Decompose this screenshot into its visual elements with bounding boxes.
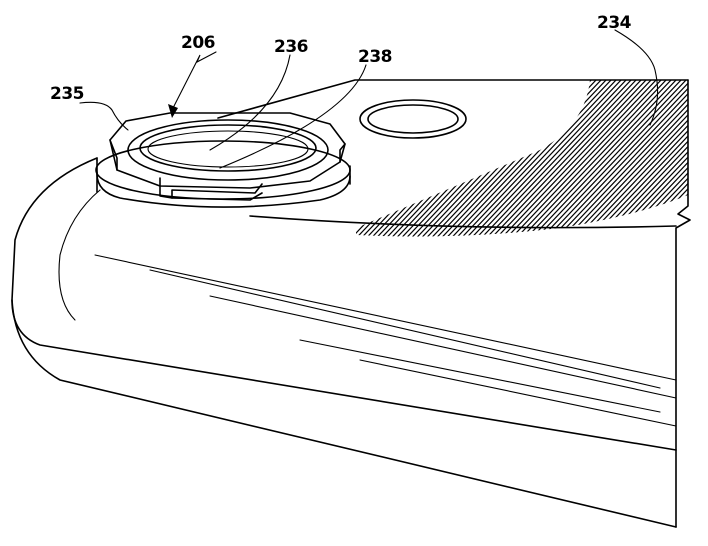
hatch-line xyxy=(356,80,521,237)
hatch-line xyxy=(574,80,688,237)
hatch-line xyxy=(489,80,671,237)
hatch-line xyxy=(524,80,688,237)
hatch-line xyxy=(629,80,688,237)
hatch-line xyxy=(569,80,688,237)
hatch-line xyxy=(404,80,586,237)
hatch-line xyxy=(469,80,651,237)
ref-numeral-235: 235 xyxy=(50,84,84,104)
hatch-line xyxy=(474,80,656,237)
ref-numeral-238: 238 xyxy=(358,47,392,67)
hatch-line xyxy=(504,80,686,237)
hatch-line xyxy=(484,80,666,237)
hatch-line xyxy=(594,80,688,237)
hatch-line xyxy=(424,80,606,237)
hatch-line xyxy=(379,80,561,237)
camera-lens-assembly xyxy=(95,112,351,208)
hatch-line xyxy=(554,80,688,237)
hatch-line xyxy=(614,80,688,237)
flash-ring xyxy=(359,99,467,139)
leader-lines xyxy=(79,29,659,169)
hatch-line xyxy=(499,80,681,237)
hatch-line xyxy=(559,80,688,237)
hatch-line xyxy=(369,80,551,237)
hatch-line xyxy=(599,80,688,237)
hatch-line xyxy=(479,80,661,237)
hatch-line xyxy=(519,80,688,237)
hatch-line xyxy=(419,80,601,237)
hatch-line xyxy=(356,80,526,237)
hatch-line xyxy=(384,80,566,237)
hatch-line xyxy=(374,80,556,237)
hatch-line xyxy=(449,80,631,237)
hatch-line xyxy=(464,80,646,237)
hatch-line xyxy=(579,80,688,237)
hatch-line xyxy=(514,80,688,237)
hatch-line xyxy=(444,80,626,237)
hatch-line xyxy=(539,80,688,237)
hatch-line xyxy=(494,80,676,237)
hatch-line xyxy=(359,80,541,237)
hatch-line xyxy=(356,80,531,237)
hatch-line xyxy=(394,80,576,237)
hatch-line xyxy=(549,80,688,237)
hatch-line xyxy=(529,80,688,237)
hatch-line xyxy=(364,80,546,237)
hatch-line xyxy=(439,80,621,237)
hatch-line xyxy=(389,80,571,237)
shading-hatch xyxy=(356,80,688,237)
hatch-line xyxy=(399,80,581,237)
ref-numeral-236: 236 xyxy=(274,37,308,57)
hatch-line xyxy=(429,80,611,237)
hatch-line xyxy=(634,80,688,237)
ref-numeral-206: 206 xyxy=(181,33,215,53)
hatch-line xyxy=(454,80,636,237)
hatch-line xyxy=(509,80,688,237)
hatch-line xyxy=(434,80,616,237)
hatch-line xyxy=(414,80,596,237)
hatch-line xyxy=(459,80,641,237)
hatch-line xyxy=(409,80,591,237)
hatch-line xyxy=(534,80,688,237)
hatch-line xyxy=(544,80,688,237)
hatch-line xyxy=(356,80,536,237)
ref-numeral-234: 234 xyxy=(597,13,632,33)
hatch-line xyxy=(564,80,688,237)
